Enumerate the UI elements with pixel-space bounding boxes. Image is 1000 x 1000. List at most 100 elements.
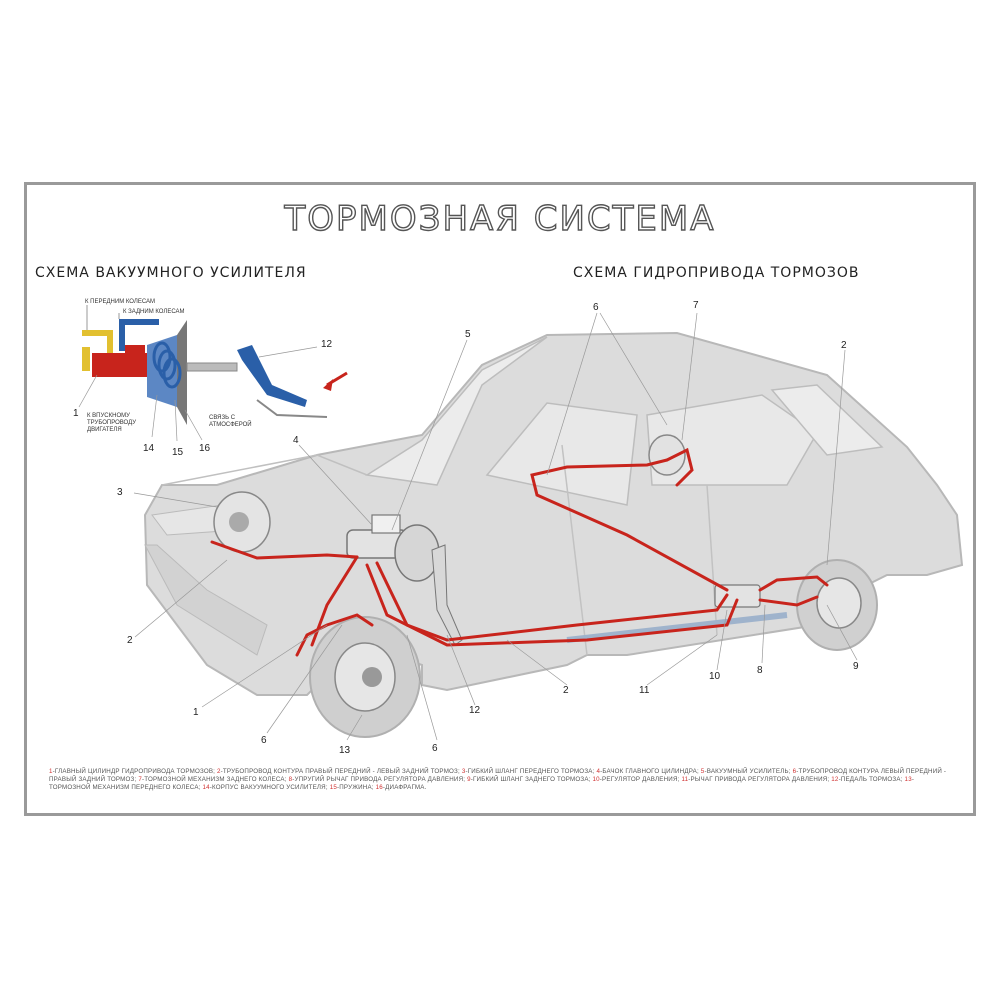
legend-item: 14-КОРПУС ВАКУУМНОГО УСИЛИТЕЛЯ; [203,784,330,791]
hood-line [161,454,368,486]
legend-number: 13 [904,776,912,783]
legend-item: 1-ГЛАВНЫЙ ЦИЛИНДР ГИДРОПРИВОДА ТОРМОЗОВ; [49,768,217,775]
brake-line-to-rear-right-2 [758,595,819,607]
callout-3: 3 [117,487,123,498]
brake-line-to-rear-left [530,458,729,592]
door-line [561,444,588,656]
sill [566,612,788,643]
callout-13: 13 [339,745,351,756]
legend-item: 8-УПРУГИЙ РЫЧАГ ПРИВОДА РЕГУЛЯТОРА ДАВЛЕ… [289,776,467,783]
legend-text: -ВАКУУМНЫЙ УСИЛИТЕЛЬ; [704,768,793,775]
callout-5: 5 [465,329,471,340]
legend-text: -РЫЧАГ ПРИВОДА РЕГУЛЯТОРА ДАВЛЕНИЯ; [688,776,832,783]
legend-number: 9 [467,776,471,783]
front-right-brake [213,491,271,553]
legend-number: 10 [592,776,600,783]
legend-number: 15 [329,784,337,791]
callout-2-left: 2 [127,635,133,646]
legend-item: 5-ВАКУУМНЫЙ УСИЛИТЕЛЬ; [701,768,793,775]
poster-frame: ТОРМОЗНАЯ СИСТЕМА СХЕМА ВАКУУМНОГО УСИЛИ… [24,182,976,816]
label-atm-2: АТМОСФЕРОЙ [209,420,252,428]
rear-right-wheel [796,559,878,651]
legend-text: -ТРУБОПРОВОД КОНТУРА ЛЕВЫЙ ПЕРЕДНИЙ - ПР… [49,768,947,783]
legend-number: 16 [375,784,383,791]
front-wheels-pipe [82,347,90,371]
callout-2-right: 2 [841,340,847,351]
booster-rod [186,362,238,372]
legend-text: -УПРУГИЙ РЫЧАГ ПРИВОДА РЕГУЛЯТОРА ДАВЛЕН… [292,776,468,783]
legend-text: -ГИБКИЙ ШЛАНГ ПЕРЕДНЕГО ТОРМОЗА; [465,768,597,775]
front-bumper [144,544,268,656]
rear-left-brake [648,434,686,476]
legend-number: 2 [217,768,221,775]
booster-spring [152,341,182,389]
callout-12: 12 [469,705,481,716]
callout-b15: 15 [172,447,184,458]
brake-line-to-rear-right [758,575,829,592]
brake-line-rear-left-loop [665,447,694,487]
legend-text: -ТРУБОПРОВОД КОНТУРА ПРАВЫЙ ПЕРЕДНИЙ - Л… [220,768,462,775]
brake-system-diagram: К ПЕРЕДНИМ КОЛЕСАМ К ЗАДНИМ КОЛЕСАМ К ВП… [73,299,964,756]
brake-line-front-right [210,540,359,560]
legend-number: 14 [202,784,210,791]
callout-6-bottom: 6 [432,743,438,754]
legend-item: 9-ГИБКИЙ ШЛАНГ ЗАДНЕГО ТОРМОЗА; [467,776,592,783]
legend-number: 5 [700,768,705,775]
legend-number: 1 [49,768,53,775]
legend-number: 8 [288,776,293,783]
legend-text: -РЕГУЛЯТОР ДАВЛЕНИЯ; [599,776,682,783]
label-to-front-wheels: К ПЕРЕДНИМ КОЛЕСАМ [85,299,155,305]
legend-number: 3 [461,768,466,775]
legend-text: -ПРУЖИНА; [336,784,376,791]
legend-item: 10-РЕГУЛЯТОР ДАВЛЕНИЯ; [593,776,682,783]
subtitle-hydraulic-drive: СХЕМА ГИДРОПРИВОДА ТОРМОЗОВ [573,265,860,281]
legend-item: 7-ТОРМОЗНОЙ МЕХАНИЗМ ЗАДНЕГО КОЛЕСА; [138,776,288,783]
legend-number: 11 [681,776,689,783]
callout-b12: 12 [321,339,333,350]
label-intake-3: ДВИГАТЕЛЯ [87,427,122,433]
callout-1: 1 [193,707,199,718]
legend-item: 2-ТРУБОПРОВОД КОНТУРА ПРАВЫЙ ПЕРЕДНИЙ - … [217,768,462,775]
legend-number: 4 [596,768,601,775]
label-intake-2: ТРУБОПРОВОДУ [87,420,136,426]
legend-item: 16-ДИАФРАГМА. [376,784,427,791]
callout-b16: 16 [199,443,211,454]
callout-4: 4 [293,435,299,446]
subtitle-vacuum-booster: СХЕМА ВАКУУМНОГО УСИЛИТЕЛЯ [35,265,307,281]
legend-text: -ДИАФРАГМА. [382,784,427,791]
legend-item: 15-ПРУЖИНА; [330,784,376,791]
legend-item: 3-ГИБКИЙ ШЛАНГ ПЕРЕДНЕГО ТОРМОЗА; [462,768,597,775]
legend-number: 12 [831,776,839,783]
label-atm-1: СВЯЗЬ С [209,415,236,421]
rear-window [770,384,884,456]
page-title: ТОРМОЗНАЯ СИСТЕМА [284,198,716,239]
legend-text: -ГИБКИЙ ШЛАНГ ЗАДНЕГО ТОРМОЗА; [470,776,593,783]
callout-7: 7 [693,300,699,311]
master-cylinder-assembly [346,514,463,646]
legend-item: 11-РЫЧАГ ПРИВОДА РЕГУЛЯТОРА ДАВЛЕНИЯ; [681,776,831,783]
callout-6-bottom-left: 6 [261,735,267,746]
legend: 1-ГЛАВНЫЙ ЦИЛИНДР ГИДРОПРИВОДА ТОРМОЗОВ;… [49,768,949,792]
rear-wheels-pipe [119,319,125,351]
callout-9: 9 [853,661,859,672]
booster-pedal [237,345,307,407]
legend-item: 13-ТОРМОЗНОЙ МЕХАНИЗМ ПЕРЕДНЕГО КОЛЕСА; [49,776,914,791]
callout-11: 11 [639,685,650,696]
legend-text: -БАЧОК ГЛАВНОГО ЦИЛИНДРА; [600,768,701,775]
windshield [364,336,548,486]
front-left-wheel [309,616,421,738]
callout-10: 10 [709,671,721,682]
brake-line-main-6 [375,561,729,642]
legend-text: -ТОРМОЗНОЙ МЕХАНИЗМ ЗАДНЕГО КОЛЕСА; [141,776,289,783]
label-to-rear-wheels: К ЗАДНИМ КОЛЕСАМ [123,309,185,315]
legend-text: -ПЕДАЛЬ ТОРМОЗА; [838,776,905,783]
legend-text: -КОРПУС ВАКУУМНОГО УСИЛИТЕЛЯ; [209,784,330,791]
callout-8: 8 [757,665,763,676]
legend-item: 4-БАЧОК ГЛАВНОГО ЦИЛИНДРА; [596,768,700,775]
callout-b1: 1 [73,408,79,419]
legend-number: 7 [138,776,142,783]
callout-2-bottom: 2 [563,685,569,696]
legend-item: 6-ТРУБОПРОВОД КОНТУРА ЛЕВЫЙ ПЕРЕДНИЙ - П… [49,768,946,783]
legend-text: -ТОРМОЗНОЙ МЕХАНИЗМ ПЕРЕДНЕГО КОЛЕСА; [49,776,915,791]
callout-6-top: 6 [593,302,599,313]
